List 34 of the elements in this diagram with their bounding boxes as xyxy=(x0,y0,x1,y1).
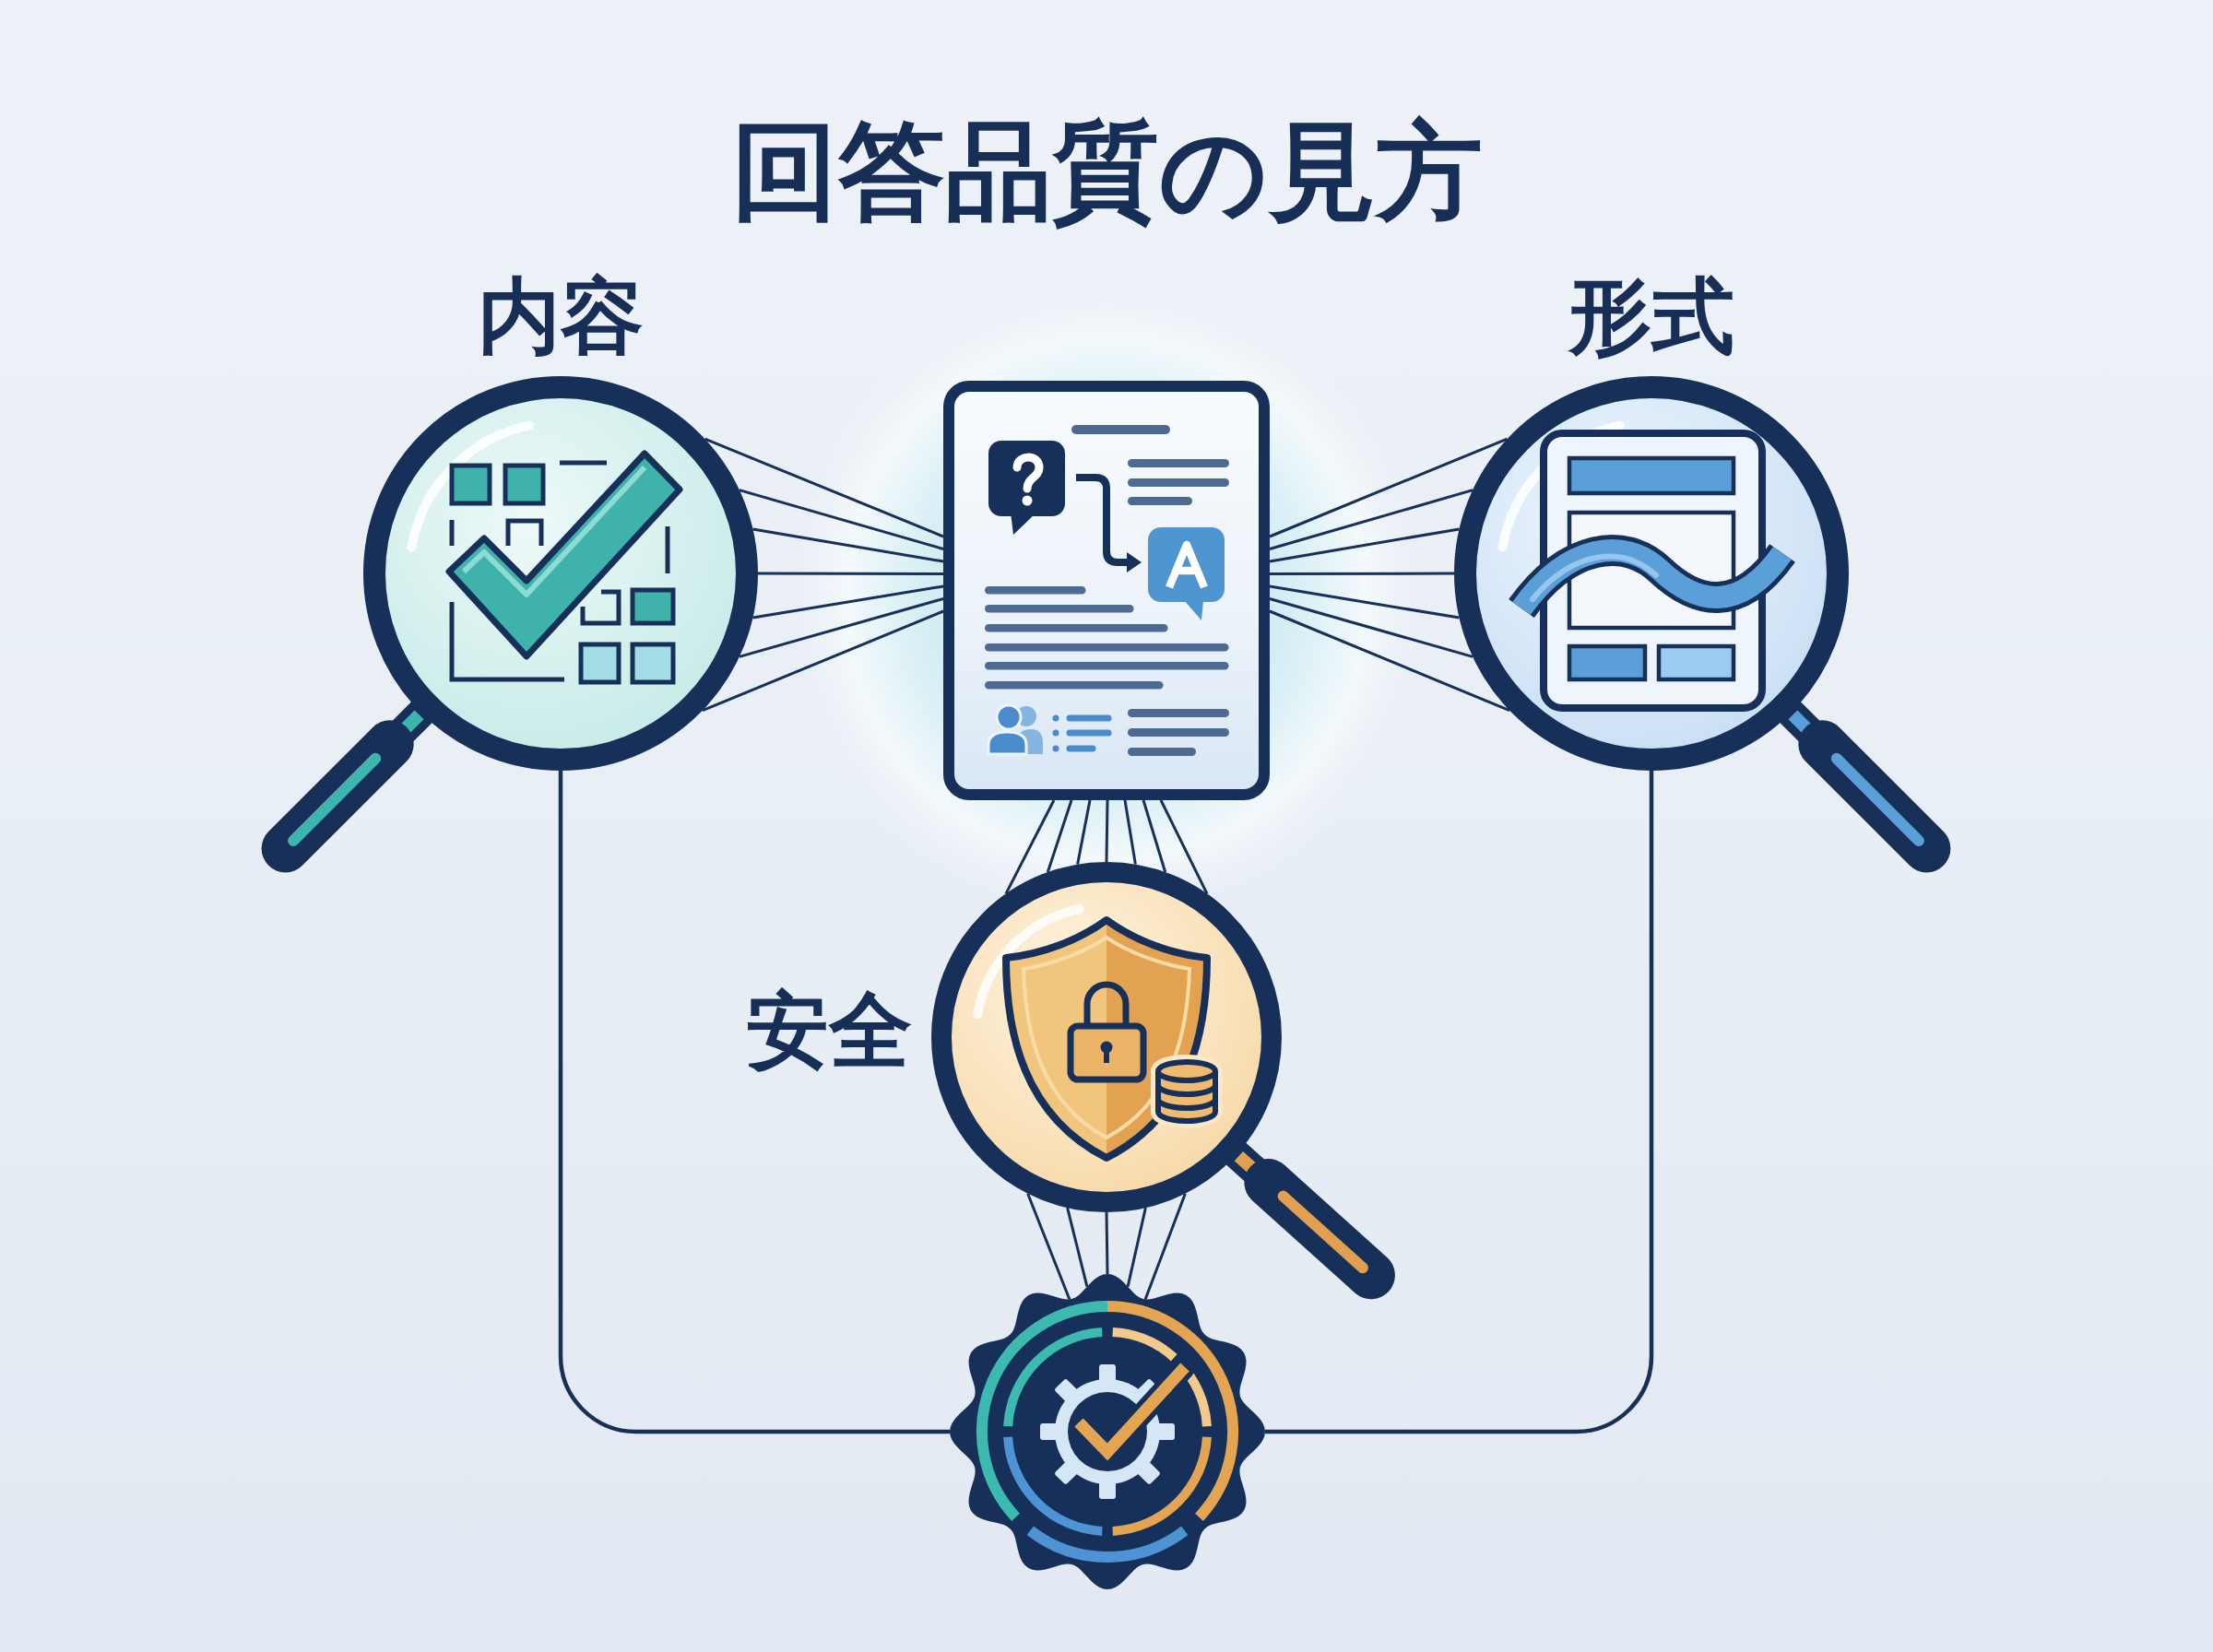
connector-line xyxy=(1126,1207,1147,1288)
connector-line xyxy=(1269,437,1509,538)
category-heading: 内容 xyxy=(478,266,644,366)
connector-line xyxy=(1269,584,1460,620)
connector-line xyxy=(739,597,944,658)
gear-check-badge xyxy=(949,1273,1266,1590)
connector-line xyxy=(704,437,944,538)
connector-line xyxy=(1269,527,1460,563)
connector-line xyxy=(1269,597,1473,658)
connector-line xyxy=(1142,799,1167,873)
connector-line xyxy=(1270,572,1454,575)
connector-line xyxy=(758,572,943,575)
connector-line xyxy=(1105,799,1109,863)
connector-line xyxy=(1265,771,1654,1434)
connector-line xyxy=(752,527,944,563)
document-card xyxy=(943,381,1270,800)
category-heading: 形式 xyxy=(1568,266,1734,366)
connector-line xyxy=(739,489,944,550)
connector-line xyxy=(1046,799,1073,873)
title: 回答品質の見方 xyxy=(730,107,1483,235)
connector-line xyxy=(1066,1207,1089,1288)
connector-line xyxy=(1076,799,1092,865)
connector-line xyxy=(558,771,950,1434)
connector-line xyxy=(1026,1193,1071,1301)
connector-line xyxy=(752,584,944,620)
connector-line xyxy=(1269,489,1473,550)
connector-line xyxy=(1105,1211,1109,1275)
connector-line xyxy=(702,609,944,713)
connector-line xyxy=(1269,609,1510,713)
connector-line xyxy=(1123,799,1137,865)
connector-line xyxy=(1159,799,1209,895)
category-heading: 安全 xyxy=(746,981,912,1080)
connector-line xyxy=(1004,799,1056,895)
connector-line xyxy=(1143,1193,1187,1301)
